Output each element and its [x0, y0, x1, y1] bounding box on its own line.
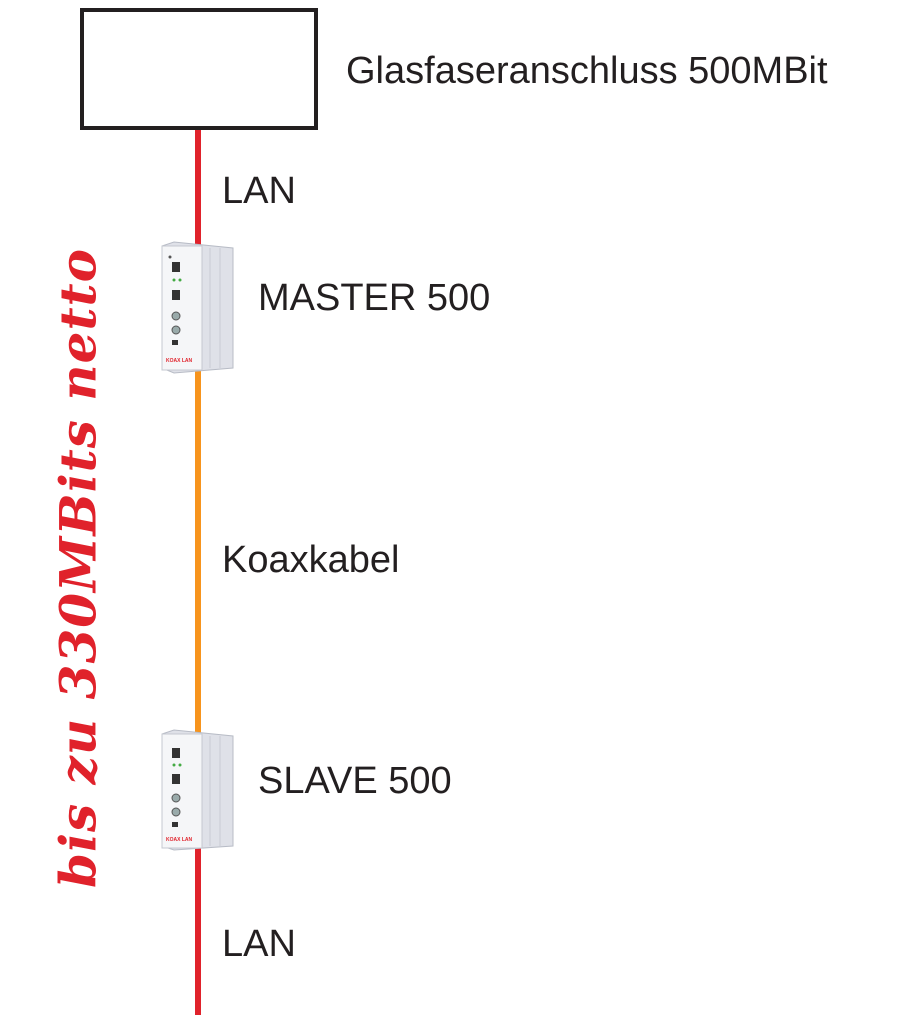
- throughput-annotation: bis zu 330MBits netto: [48, 248, 108, 888]
- coax-cable: [195, 368, 201, 734]
- master-device: KOAX LAN: [161, 241, 234, 374]
- slave-device: KOAX LAN: [161, 729, 234, 851]
- top-lan-label: LAN: [222, 170, 296, 212]
- master-label: MASTER 500: [258, 277, 491, 319]
- bottom-lan-cable: [195, 848, 201, 1015]
- top-lan-cable: [195, 130, 201, 250]
- master-brand-text: KOAX LAN: [166, 358, 193, 364]
- slave-label: SLAVE 500: [258, 760, 452, 802]
- bottom-lan-label: LAN: [222, 923, 296, 965]
- slave-brand-text: KOAX LAN: [166, 837, 193, 843]
- fiber-connection-box: [80, 8, 318, 130]
- fiber-connection-label: Glasfaseranschluss 500MBit: [346, 50, 828, 92]
- coax-label: Koaxkabel: [222, 539, 400, 581]
